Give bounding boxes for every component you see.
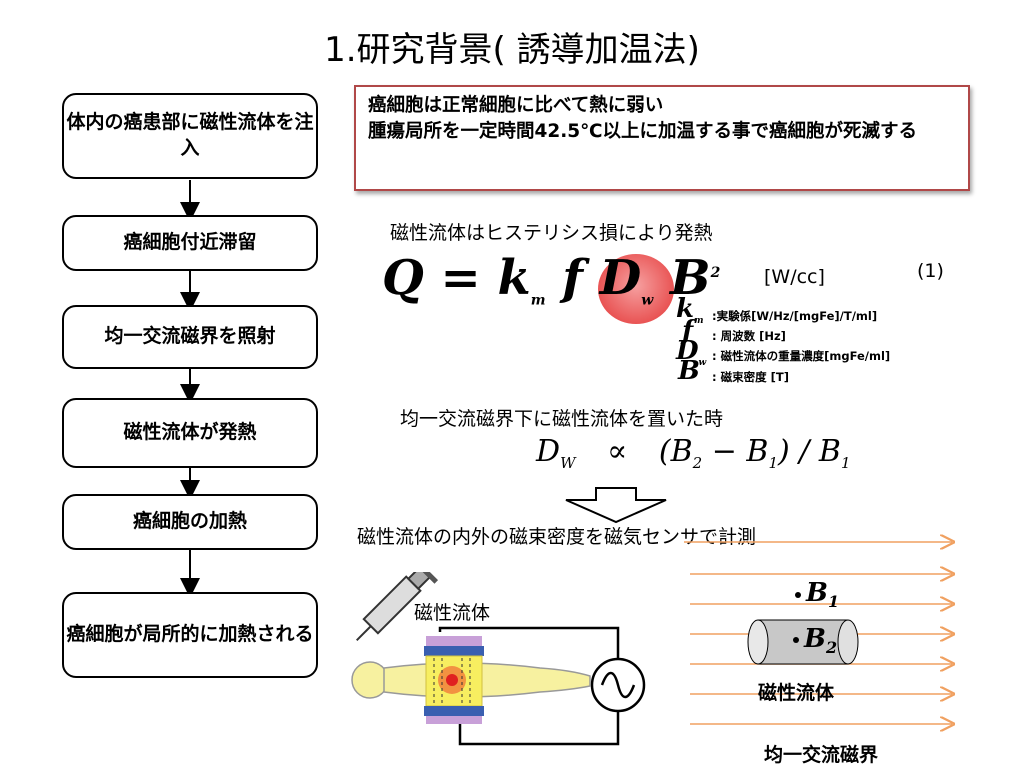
callout-line-1: 癌細胞は正常細胞に比べて熱に弱い — [368, 95, 664, 116]
flow-step-irradiate: 均一交流磁界を照射 — [62, 305, 318, 369]
legend-dw: : 磁性流体の重量濃度[mgFe/ml] — [712, 349, 891, 363]
measure-caption: 均一交流磁界下に磁性流体を置いた時 — [400, 408, 724, 430]
sensor-caption: 磁性流体の内外の磁束密度を磁気センサで計測 — [357, 526, 757, 548]
background-callout: 癌細胞は正常細胞に比べて熱に弱い 腫瘍局所を一定時間42.5℃以上に加温する事で… — [354, 85, 970, 191]
legend-f: : 周波数 [Hz] — [712, 329, 786, 343]
flow-step-cell-heating: 癌細胞の加熱 — [62, 494, 318, 550]
legend-symbol-b: B — [678, 356, 700, 386]
dw-relation: DW ∝ (B2 − B1) / B1 — [536, 434, 851, 472]
legend-km: :実験係[W/Hz/[mgFe]/T/ml] — [712, 309, 878, 323]
flow-step-retain: 癌細胞付近滞留 — [62, 215, 318, 271]
legend-symbol-km: km — [676, 294, 704, 327]
flow-arrows — [180, 180, 200, 598]
syringe-icon — [356, 572, 439, 641]
patient-illustration — [351, 572, 646, 746]
fluid-label: 磁性流体 — [414, 602, 491, 624]
legend-symbol-f: f — [682, 316, 694, 346]
legend-symbol-dw: Dw — [676, 336, 707, 369]
down-arrow-icon — [565, 487, 667, 524]
b1-label: B1 — [806, 578, 840, 612]
b2-label: B2 — [804, 624, 838, 658]
slide-title: 1.研究背景( 誘導加温法) — [324, 30, 700, 70]
flow-step-inject: 体内の癌患部に磁性流体を注入 — [62, 93, 318, 179]
callout-line-2: 腫瘍局所を一定時間42.5℃以上に加温する事で癌細胞が死滅する — [368, 120, 918, 142]
flow-step-local-heating: 癌細胞が局所的に加熱される — [62, 592, 318, 678]
flow-step-heat-generation: 磁性流体が発熱 — [62, 398, 318, 468]
equation-unit: [W/cc] — [764, 266, 825, 288]
legend-b: : 磁束密度 [T] — [712, 370, 789, 384]
uniform-field-diagram — [684, 530, 964, 740]
equation-number: (1) — [917, 260, 944, 282]
cylinder-label: 磁性流体 — [758, 682, 835, 704]
field-label: 均一交流磁界 — [764, 744, 879, 766]
heat-caption: 磁性流体はヒステリシス損により発熱 — [390, 222, 713, 244]
dw-highlight — [598, 254, 674, 324]
cylinder-icon — [837, 619, 859, 665]
heat-equation: Q = km f Dw B2 — [382, 250, 721, 309]
